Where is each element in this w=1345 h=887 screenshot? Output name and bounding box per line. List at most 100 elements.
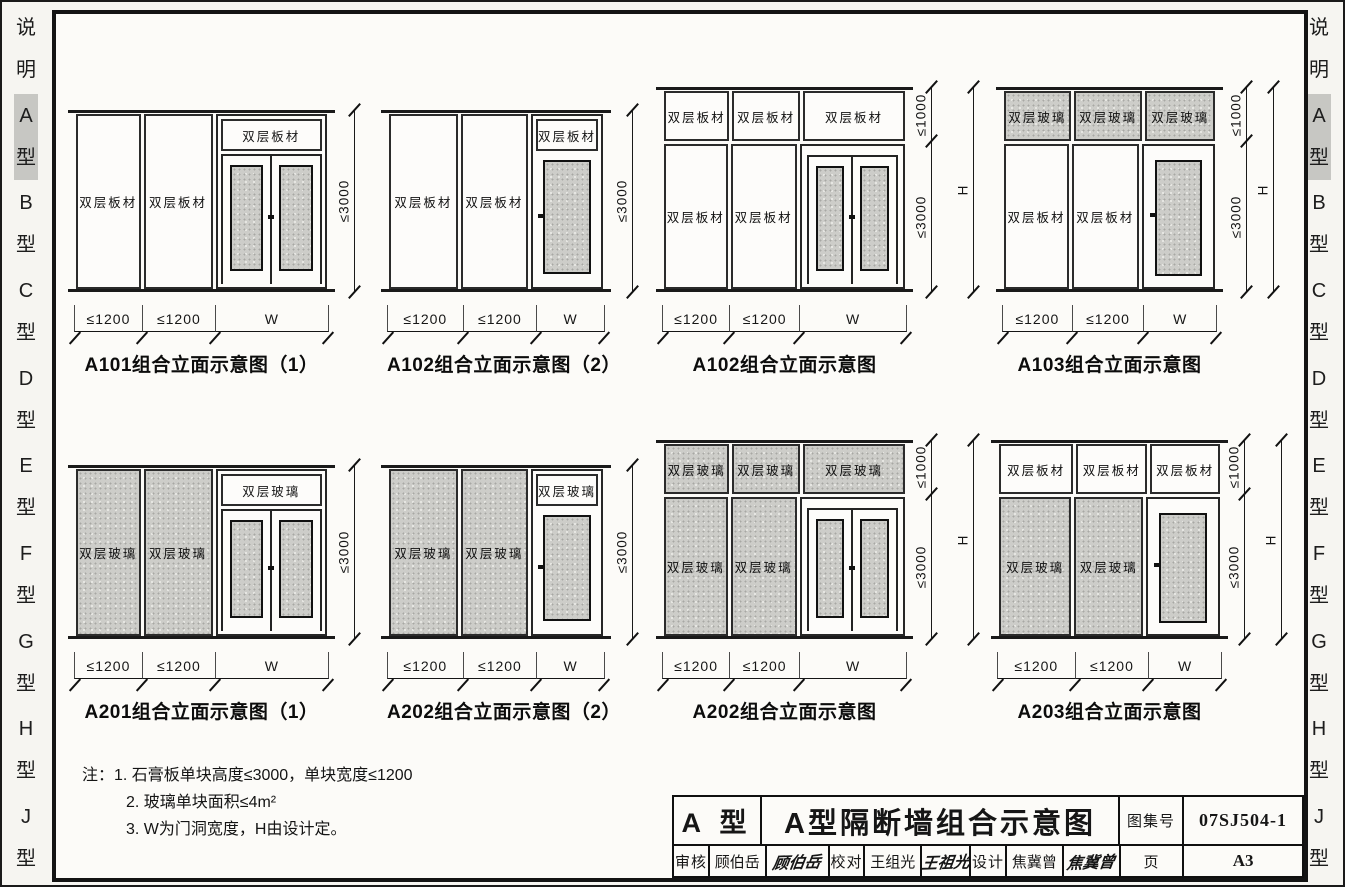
base-rail	[656, 636, 913, 639]
width-dimension: ≤1200 ≤1200 W	[997, 652, 1222, 679]
top-rail	[68, 110, 335, 113]
door-leaf	[1154, 160, 1203, 276]
sheet-title: A型隔断墙组合示意图	[762, 797, 1120, 844]
wall-panel: 双层玻璃	[730, 497, 797, 636]
diagram-caption: A101组合立面示意图（1）	[84, 355, 319, 376]
wall-panel: 双层玻璃	[460, 469, 528, 636]
height-dimension: ≤3000	[337, 110, 355, 292]
wall-panel: 双层板材	[664, 144, 728, 289]
band-panel: 双层玻璃	[1073, 91, 1143, 141]
dim-label: ≤1200	[1014, 658, 1059, 674]
atlas-no-label: 图集号	[1120, 797, 1184, 844]
door-handle	[268, 566, 275, 571]
diagram-a202-2: 双层玻璃 双层玻璃 双层玻璃 ≤3000 ≤1200	[381, 465, 633, 724]
dim-label: ≤1200	[403, 658, 448, 674]
wall-panel: 双层板材	[1004, 144, 1069, 289]
diagram-caption: A102组合立面示意图（2）	[387, 355, 621, 376]
dim-label: ≤1200	[403, 311, 448, 327]
diagram-a103: 双层玻璃 双层玻璃 双层玻璃 双层板材 双层板材	[996, 87, 1274, 377]
overall-height-dimension: H	[956, 440, 974, 639]
top-rail	[381, 110, 611, 113]
dim-label: ≤3000	[336, 179, 352, 223]
base-rail	[381, 289, 611, 292]
door-leaf	[542, 515, 591, 621]
side-tab-b: B型	[16, 192, 36, 257]
side-tab-h: H型	[16, 718, 36, 783]
door-glass-pane	[815, 519, 845, 618]
door-glass-pane	[279, 165, 314, 271]
door-handle	[268, 214, 275, 219]
dim-label: ≤1200	[742, 311, 787, 327]
width-dimension: ≤1200 ≤1200 W	[1002, 305, 1217, 332]
wall-panel: 双层板材	[76, 114, 141, 289]
series-label: A 型	[674, 797, 762, 844]
side-tab-d: D型	[16, 367, 36, 432]
dim-label: W	[1178, 658, 1193, 674]
transom-panel: 双层板材	[220, 119, 322, 151]
door-handle	[537, 565, 544, 570]
door-leaf	[268, 156, 321, 284]
drawing-frame: 双层板材 双层板材 双层板材 ≤3000	[52, 10, 1308, 882]
checker-signature: 王祖光	[922, 846, 972, 876]
dim-label: W	[264, 311, 280, 327]
dim-label: ≤1200	[478, 658, 522, 674]
dim-label: H	[955, 184, 971, 195]
overall-height-dimension: H	[1256, 87, 1274, 292]
height-dimension: ≤3000	[337, 465, 355, 639]
dim-label: ≤1200	[86, 658, 131, 674]
width-dimension: ≤1200 ≤1200 W	[387, 305, 605, 332]
diagram-caption: A203组合立面示意图	[1017, 702, 1202, 723]
band-panel: 双层板材	[1076, 444, 1148, 494]
door-glass-pane	[860, 519, 889, 618]
diagram-a102-2: 双层板材 双层板材 双层板材 ≤3000 ≤1200	[381, 110, 633, 377]
band-panel: 双层板材	[732, 91, 801, 141]
door-bay: 双层板材	[530, 114, 603, 289]
checker-name: 王组光	[865, 846, 923, 876]
transom-panel: 双层玻璃	[220, 474, 322, 506]
dim-label: ≤1200	[1015, 311, 1060, 327]
base-rail	[991, 636, 1228, 639]
top-rail	[381, 465, 611, 468]
base-rail	[381, 636, 611, 639]
dim-label: H	[955, 534, 971, 545]
elevation: 双层玻璃 双层玻璃 双层玻璃 ≤3000	[68, 465, 355, 639]
diagram-a202: 双层玻璃 双层玻璃 双层玻璃 双层玻璃 双层玻璃	[656, 440, 974, 724]
dim-label: H	[1263, 534, 1279, 545]
band-panel: 双层玻璃	[664, 444, 730, 494]
door-leaf	[808, 510, 852, 631]
diagram-a203: 双层板材 双层板材 双层板材 双层玻璃 双层玻璃	[991, 440, 1282, 724]
single-door	[536, 509, 598, 631]
height-dimension: ≤1000 ≤3000	[914, 87, 938, 292]
dim-label: ≤1200	[742, 658, 787, 674]
side-tab-e: E型	[1309, 455, 1329, 520]
right-tab-index: 说明 A型 B型 C型 D型 E型 F型 G型 H型 J型	[1295, 6, 1343, 881]
dim-label: ≤1000	[1228, 93, 1244, 137]
diagram-caption: A103组合立面示意图	[1017, 355, 1202, 376]
dim-label: ≤3000	[614, 179, 630, 223]
dim-label: ≤1200	[674, 658, 718, 674]
dim-label: ≤1200	[1090, 658, 1134, 674]
dim-label: ≤1200	[156, 311, 201, 327]
door-leaf	[268, 511, 321, 631]
base-rail	[996, 289, 1223, 292]
atlas-no: 07SJ504-1	[1198, 810, 1287, 830]
top-rail	[656, 440, 913, 443]
title-block: A 型 A型隔断墙组合示意图 图集号 07SJ504-1 审核 顾伯岳 顾伯岳 …	[672, 795, 1304, 878]
dim-label: W	[264, 658, 280, 674]
side-tab-b: B型	[1309, 192, 1329, 257]
door-handle	[1154, 562, 1161, 567]
wall-panel: 双层玻璃	[143, 469, 213, 636]
side-tab-j: J型	[16, 805, 36, 870]
band-panel: 双层玻璃	[732, 444, 801, 494]
side-tab-g: G型	[16, 630, 36, 695]
check-label: 校对	[830, 846, 866, 876]
elevation: 双层玻璃 双层玻璃 双层玻璃 双层板材 双层板材	[996, 87, 1274, 292]
side-tab-notes: 说明	[16, 17, 36, 81]
side-tab-g: G型	[1309, 630, 1329, 695]
elevation: 双层板材 双层板材 双层板材 双层玻璃 双层玻璃	[991, 440, 1282, 639]
door-handle	[537, 213, 544, 218]
door-bay	[799, 497, 905, 636]
dim-label: ≤3000	[614, 530, 630, 574]
door-glass-pane	[229, 520, 264, 618]
height-dimension: ≤1000 ≤3000	[914, 440, 938, 639]
